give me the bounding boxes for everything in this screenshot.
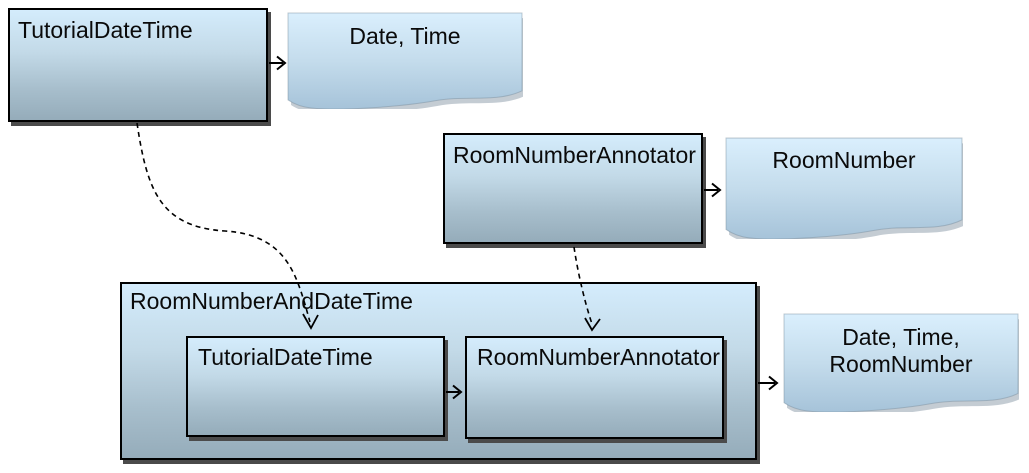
box-tutorialdatetime-inner: TutorialDateTime	[186, 336, 445, 437]
document-shape-roomnumber	[725, 137, 963, 239]
arrow-roomnumberannotator-to-roomnumber-doc	[704, 182, 722, 198]
box-tutorialdatetime-top: TutorialDateTime	[8, 8, 268, 122]
document-shape-datetime	[287, 12, 523, 109]
box-tutorialdatetime-inner-label: TutorialDateTime	[198, 344, 373, 370]
document-label-datetime: Date, Time	[349, 23, 461, 49]
document-label-output-line2: RoomNumber	[829, 351, 973, 377]
box-aggregate-label: RoomNumberAndDateTime	[130, 288, 413, 314]
box-roomnumberannotator-inner: RoomNumberAnnotator	[465, 336, 724, 439]
box-tutorialdatetime-top-label: TutorialDateTime	[18, 17, 193, 43]
document-body	[287, 12, 523, 109]
document-label-output: Date, Time,RoomNumber	[783, 324, 1019, 378]
box-roomnumberannotator-top: RoomNumberAnnotator	[443, 133, 703, 244]
box-roomnumberannotator-top-label: RoomNumberAnnotator	[453, 142, 696, 168]
document-body	[783, 313, 1019, 412]
box-roomnumberannotator-inner-label: RoomNumberAnnotator	[477, 344, 720, 370]
document-shape-output	[783, 313, 1019, 412]
document-label-output-line1: Date, Time,	[842, 324, 960, 350]
document-body	[725, 137, 963, 239]
arrow-aggregate-to-output-doc	[758, 375, 779, 391]
arrow-tutorialdatetime-to-datetime-doc	[269, 55, 287, 71]
document-label-roomnumber: RoomNumber	[772, 147, 916, 173]
